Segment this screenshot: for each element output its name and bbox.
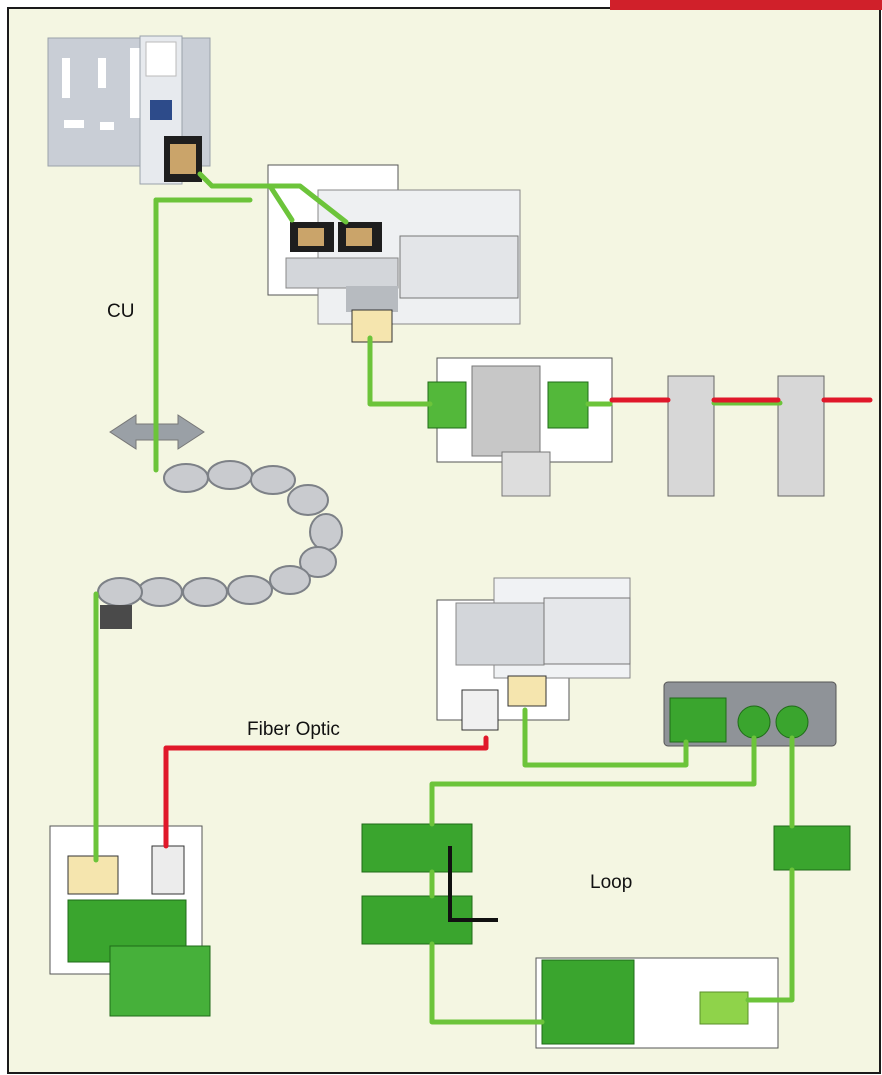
- copper-cables: [93, 171, 795, 1025]
- corner-accent: [610, 0, 882, 10]
- cable-carrier-mount: [100, 605, 132, 629]
- cu-label: CU: [107, 301, 135, 322]
- loop-label: Loop: [590, 872, 633, 893]
- loop-bridge-cable: [448, 846, 498, 922]
- fiber-optic-label: Fiber Optic: [247, 719, 340, 740]
- bus-coupler-icon: [49, 825, 211, 1017]
- io-rack-icon: [436, 577, 631, 731]
- controller-icon: [47, 35, 211, 185]
- fiber-cables: [163, 397, 873, 849]
- bus-coupler-icon: [427, 357, 825, 497]
- io-rack-icon: [267, 164, 521, 343]
- field-module-icon: [361, 823, 851, 1049]
- hub-icon: [663, 681, 837, 747]
- cable-carrier-icon: [97, 460, 343, 607]
